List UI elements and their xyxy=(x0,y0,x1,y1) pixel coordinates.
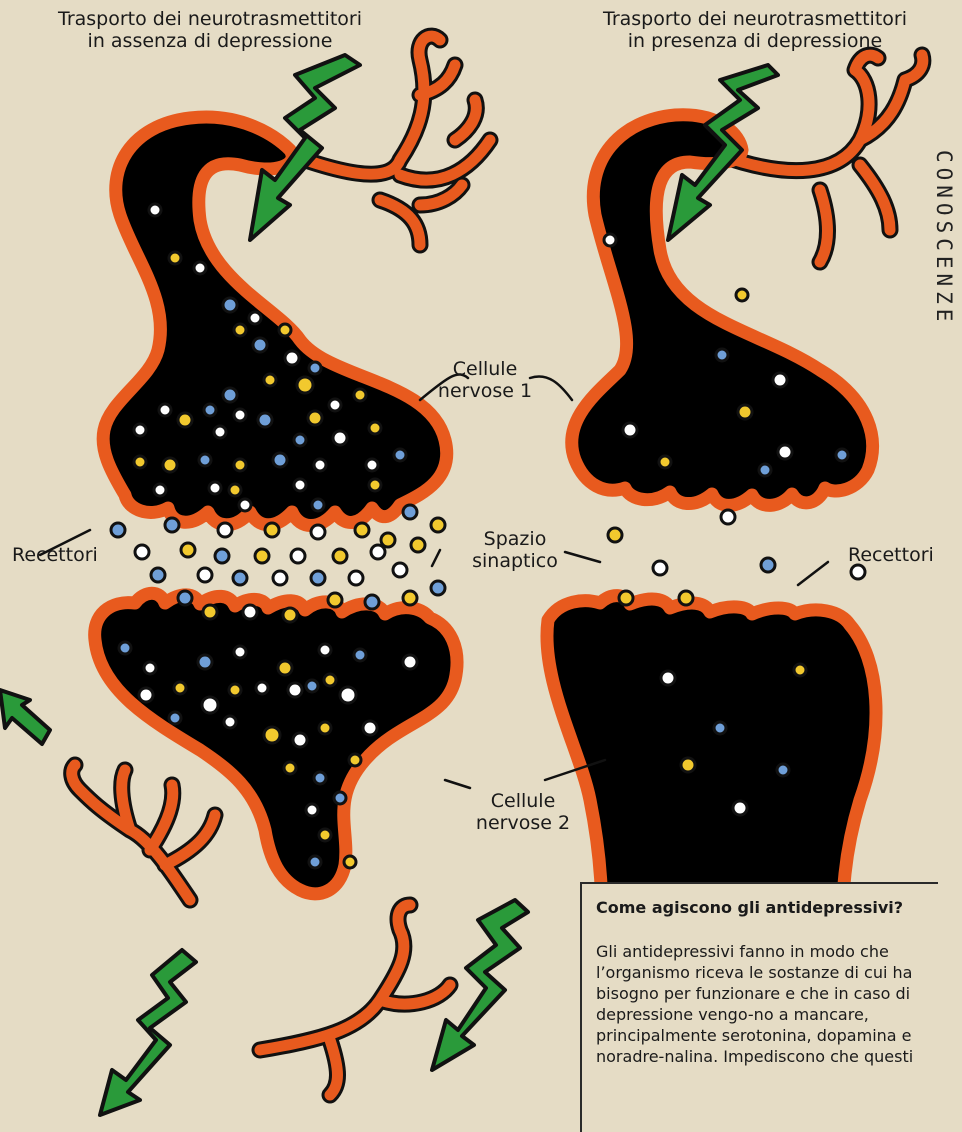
label-receptors-left: Recettori xyxy=(12,544,98,566)
label-synaptic-gap-line-1: Spazio xyxy=(465,528,565,550)
info-box-body: Gli antidepressivi fanno in modo che l’o… xyxy=(596,941,930,1067)
label-receptors-right: Recettori xyxy=(848,544,934,566)
info-box: Come agiscono gli antidepressivi? Gli an… xyxy=(580,882,938,1132)
title-right: Trasporto dei neurotrasmettitori in pres… xyxy=(585,8,925,52)
label-cells-2-line-1: Cellule xyxy=(468,790,578,812)
label-cells-1-line-1: Cellule xyxy=(430,358,540,380)
label-synaptic-gap: Spazio sinaptico xyxy=(465,528,565,572)
dendrite-icon xyxy=(265,36,490,245)
title-left: Trasporto dei neurotrasmettitori in asse… xyxy=(40,8,380,52)
label-cells-1-line-2: nervose 1 xyxy=(430,380,540,402)
info-box-heading: Come agiscono gli antidepressivi? xyxy=(596,898,930,917)
title-right-line-1: Trasporto dei neurotrasmettitori xyxy=(585,8,925,30)
title-left-line-2: in assenza di depressione xyxy=(40,30,380,52)
title-left-line-1: Trasporto dei neurotrasmettitori xyxy=(40,8,380,30)
section-side-label: CONOSCENZE xyxy=(932,150,956,326)
label-synaptic-gap-line-2: sinaptico xyxy=(465,550,565,572)
label-cells-1: Cellule nervose 1 xyxy=(430,358,540,402)
title-right-line-2: in presenza di depressione xyxy=(585,30,925,52)
label-cells-2: Cellule nervose 2 xyxy=(468,790,578,834)
label-cells-2-line-2: nervose 2 xyxy=(468,812,578,834)
